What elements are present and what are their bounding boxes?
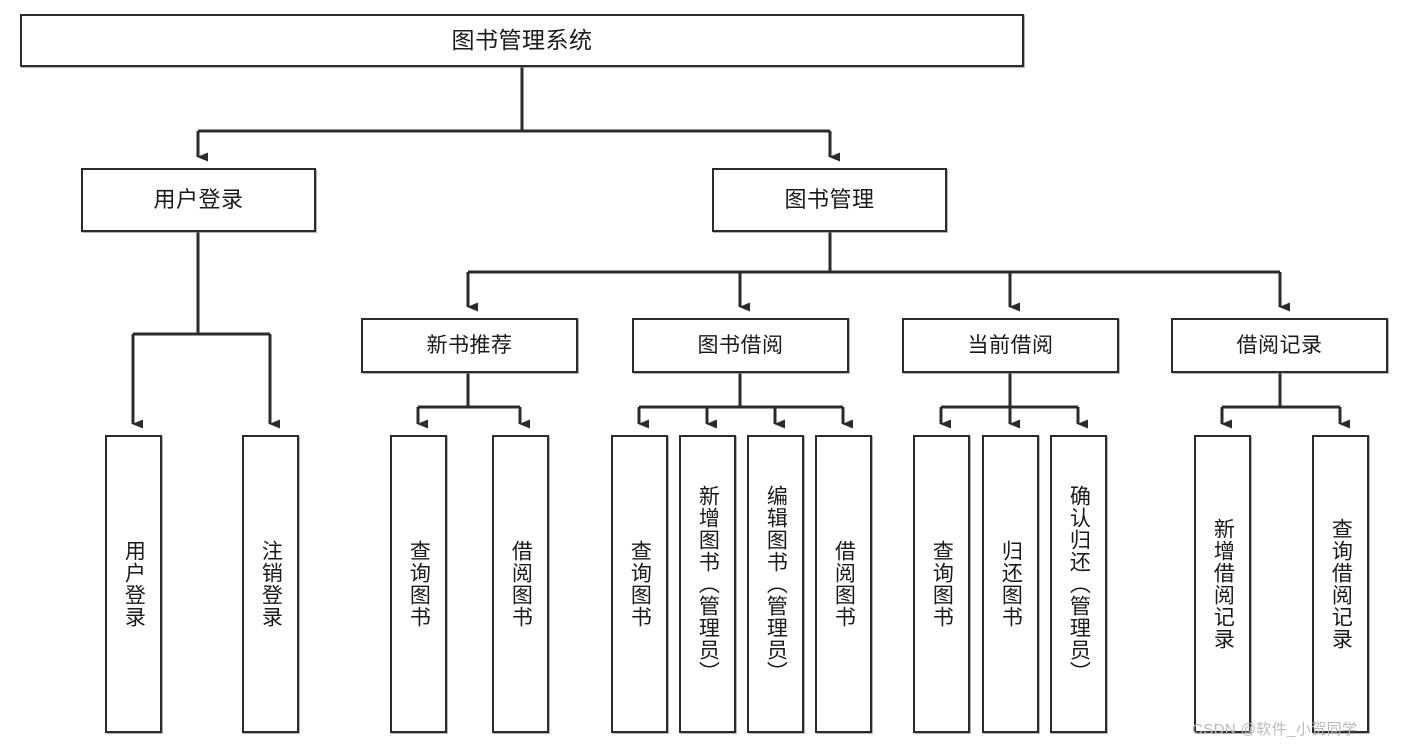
node-label: 当前借阅 [967, 333, 1054, 357]
node-label: 借阅记录 [1236, 333, 1323, 357]
leaf-user-login-logout[interactable]: 注销登录 [242, 435, 299, 733]
leaf-label: 借阅图书 [509, 540, 533, 628]
node-book-management-system[interactable]: 图书管理系统 [20, 14, 1024, 67]
leaf-label: 查询图书 [930, 540, 954, 628]
leaf-borrow-edit-book-admin[interactable]: 编辑图书（管理员） [747, 435, 804, 733]
leaf-label: 编辑图书（管理员） [764, 485, 788, 683]
leaf-borrow-borrow-book[interactable]: 借阅图书 [815, 435, 872, 733]
node-book-borrow[interactable]: 图书借阅 [632, 318, 849, 373]
leaf-label: 借阅图书 [832, 540, 856, 628]
leaf-label: 查询图书 [628, 540, 652, 628]
leaf-borrow-add-book-admin[interactable]: 新增图书（管理员） [679, 435, 736, 733]
leaf-label: 用户登录 [122, 540, 146, 628]
leaf-user-login-login[interactable]: 用户登录 [105, 435, 162, 733]
leaf-label: 注销登录 [259, 540, 283, 628]
leaf-record-query-record[interactable]: 查询借阅记录 [1312, 435, 1369, 733]
leaf-borrow-query-book[interactable]: 查询图书 [611, 435, 668, 733]
leaf-current-return-book[interactable]: 归还图书 [982, 435, 1039, 733]
node-book-management[interactable]: 图书管理 [712, 168, 947, 232]
leaf-label: 归还图书 [999, 540, 1023, 628]
leaf-record-add-record[interactable]: 新增借阅记录 [1194, 435, 1251, 733]
node-current-borrow[interactable]: 当前借阅 [902, 318, 1119, 373]
leaf-label: 查询借阅记录 [1329, 518, 1353, 650]
leaf-recommend-query-book[interactable]: 查询图书 [390, 435, 447, 733]
node-label: 用户登录 [153, 186, 244, 212]
node-user-login[interactable]: 用户登录 [81, 168, 316, 232]
leaf-label: 确认归还（管理员） [1067, 485, 1091, 683]
node-label: 图书管理系统 [451, 26, 593, 53]
node-new-book-recommend[interactable]: 新书推荐 [361, 318, 578, 373]
leaf-current-query-book[interactable]: 查询图书 [913, 435, 970, 733]
node-label: 图书借阅 [697, 333, 784, 357]
leaf-label: 新增借阅记录 [1211, 518, 1235, 650]
watermark-text: CSDN @软件_小贺同学 [1192, 721, 1358, 738]
leaf-label: 新增图书（管理员） [696, 485, 720, 683]
leaf-label: 查询图书 [407, 540, 431, 628]
node-borrow-record[interactable]: 借阅记录 [1171, 318, 1388, 373]
node-label: 图书管理 [784, 186, 875, 212]
node-label: 新书推荐 [426, 333, 513, 357]
leaf-recommend-borrow-book[interactable]: 借阅图书 [492, 435, 549, 733]
leaf-current-confirm-return-admin[interactable]: 确认归还（管理员） [1050, 435, 1107, 733]
